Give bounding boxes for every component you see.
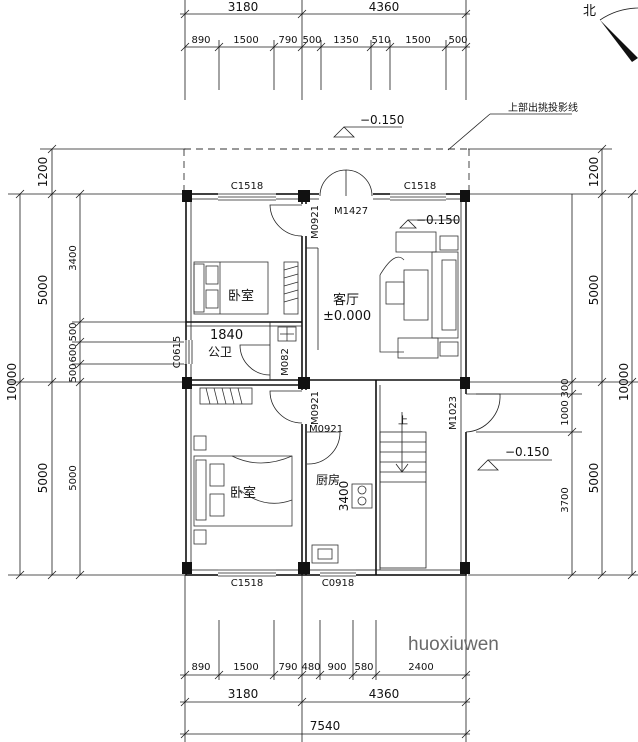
right-dimensions: 10000 1200 5000 5000 1000 300 3700: [468, 144, 638, 580]
wardrobe-1: [283, 261, 299, 315]
window-kitchen: C0918: [322, 578, 354, 589]
room-labels: 卧室 卧室 客厅 ±0.000 公卫 1840 厨房 3400: [208, 288, 371, 511]
bed-2: [193, 435, 293, 545]
door-bed1: M0921: [310, 205, 321, 239]
bottom-seg-7: 2400: [408, 662, 433, 673]
level-top: −0.150: [360, 113, 404, 127]
watermark: huoxiuwen: [408, 634, 499, 655]
walls: [185, 193, 467, 576]
room-living: 客厅: [333, 292, 359, 308]
window-bath: C0615: [172, 336, 183, 368]
bottom-seg-6: 580: [354, 662, 373, 673]
door-stair: M1023: [448, 396, 459, 430]
level-right: −0.150: [505, 445, 549, 459]
bottom-seg-4: 480: [301, 662, 320, 673]
windows: C1518 C1518 C1518 C0615 C0918: [172, 181, 446, 589]
room-kitchen: 厨房: [316, 472, 340, 487]
top-total-2: 4360: [369, 0, 400, 14]
top-seg-6: 510: [371, 35, 390, 46]
room-living-level: ±0.000: [323, 309, 371, 324]
bottom-overall: 7540: [310, 719, 341, 733]
window-top-right: C1518: [404, 181, 436, 192]
left-inner-dim-1: 3400: [68, 245, 79, 270]
door-kitchen: M0921: [309, 424, 343, 435]
room-bedroom-1: 卧室: [228, 288, 254, 304]
top-dimensions: 3180 4360 890 1500 790 500 1350 510 1500…: [180, 0, 471, 100]
columns: [182, 190, 470, 574]
bottom-total-2: 4360: [369, 687, 400, 701]
left-dimensions: 10000 1200 5000 5000 3400 500 600 500 50…: [5, 144, 186, 580]
door-bath: M082: [280, 348, 291, 376]
top-seg-5: 1350: [333, 35, 358, 46]
top-seg-8: 500: [448, 35, 467, 46]
right-mid-dim-2: 5000: [587, 275, 601, 306]
room-bedroom-2: 卧室: [230, 485, 256, 501]
eave-overhang: 上部出挑投影线 −0.150: [183, 101, 578, 194]
eave-line-label: 上部出挑投影线: [508, 101, 578, 114]
stair: 上: [379, 412, 427, 569]
bottom-seg-3: 790: [278, 662, 297, 673]
kitchen-fixtures: [311, 483, 373, 564]
level-markers: −0.150 −0.150: [399, 213, 552, 471]
bottom-seg-5: 900: [327, 662, 346, 673]
room-bathroom: 公卫: [208, 345, 232, 359]
top-total-1: 3180: [228, 0, 259, 14]
left-mid-dim-1: 1200: [36, 157, 50, 188]
right-mid-dim-3: 5000: [587, 463, 601, 494]
bottom-total-1: 3180: [228, 687, 259, 701]
north-label: 北: [583, 4, 596, 19]
right-inner-dim-2: 300: [560, 378, 571, 397]
bottom-seg-2: 1500: [233, 662, 258, 673]
right-mid-dim-1: 1200: [587, 157, 601, 188]
top-seg-2: 1500: [233, 35, 258, 46]
wardrobe-2: [199, 387, 253, 405]
right-outer-dim: 10000: [617, 363, 631, 401]
north-arrow: 北: [583, 4, 638, 62]
bed-1: [193, 261, 269, 315]
window-bottom-left: C1518: [231, 578, 263, 589]
bottom-dimensions: 890 1500 790 480 900 580 2400 3180 4360 …: [180, 575, 471, 742]
left-mid-dim-2: 5000: [36, 275, 50, 306]
stair-up-label: 上: [398, 415, 408, 427]
right-inner-dim-3: 3700: [560, 487, 571, 512]
bath-fixtures: [277, 326, 297, 342]
level-living: −0.150: [416, 213, 460, 227]
left-inner-dim-5: 5000: [68, 465, 79, 490]
door-main: M1427: [334, 206, 368, 217]
top-seg-1: 890: [191, 35, 210, 46]
room-bathroom-width: 1840: [210, 328, 243, 343]
sofa-set: [379, 231, 459, 359]
window-top-left: C1518: [231, 181, 263, 192]
room-kitchen-dim: 3400: [337, 481, 351, 512]
left-inner-dim-4: 500: [68, 363, 79, 382]
top-seg-7: 1500: [405, 35, 430, 46]
top-seg-4: 500: [302, 35, 321, 46]
left-mid-dim-3: 5000: [36, 463, 50, 494]
left-inner-dim-2: 500: [68, 322, 79, 341]
top-seg-3: 790: [278, 35, 297, 46]
door-bed2: M0921: [310, 391, 321, 425]
left-inner-dim-3: 600: [68, 343, 79, 362]
doors: M1427 M0921 M082 M0921 M0921 M1023: [239, 169, 501, 465]
left-outer-dim: 10000: [5, 363, 19, 401]
bottom-seg-1: 890: [191, 662, 210, 673]
right-inner-dim-1: 1000: [560, 400, 571, 425]
